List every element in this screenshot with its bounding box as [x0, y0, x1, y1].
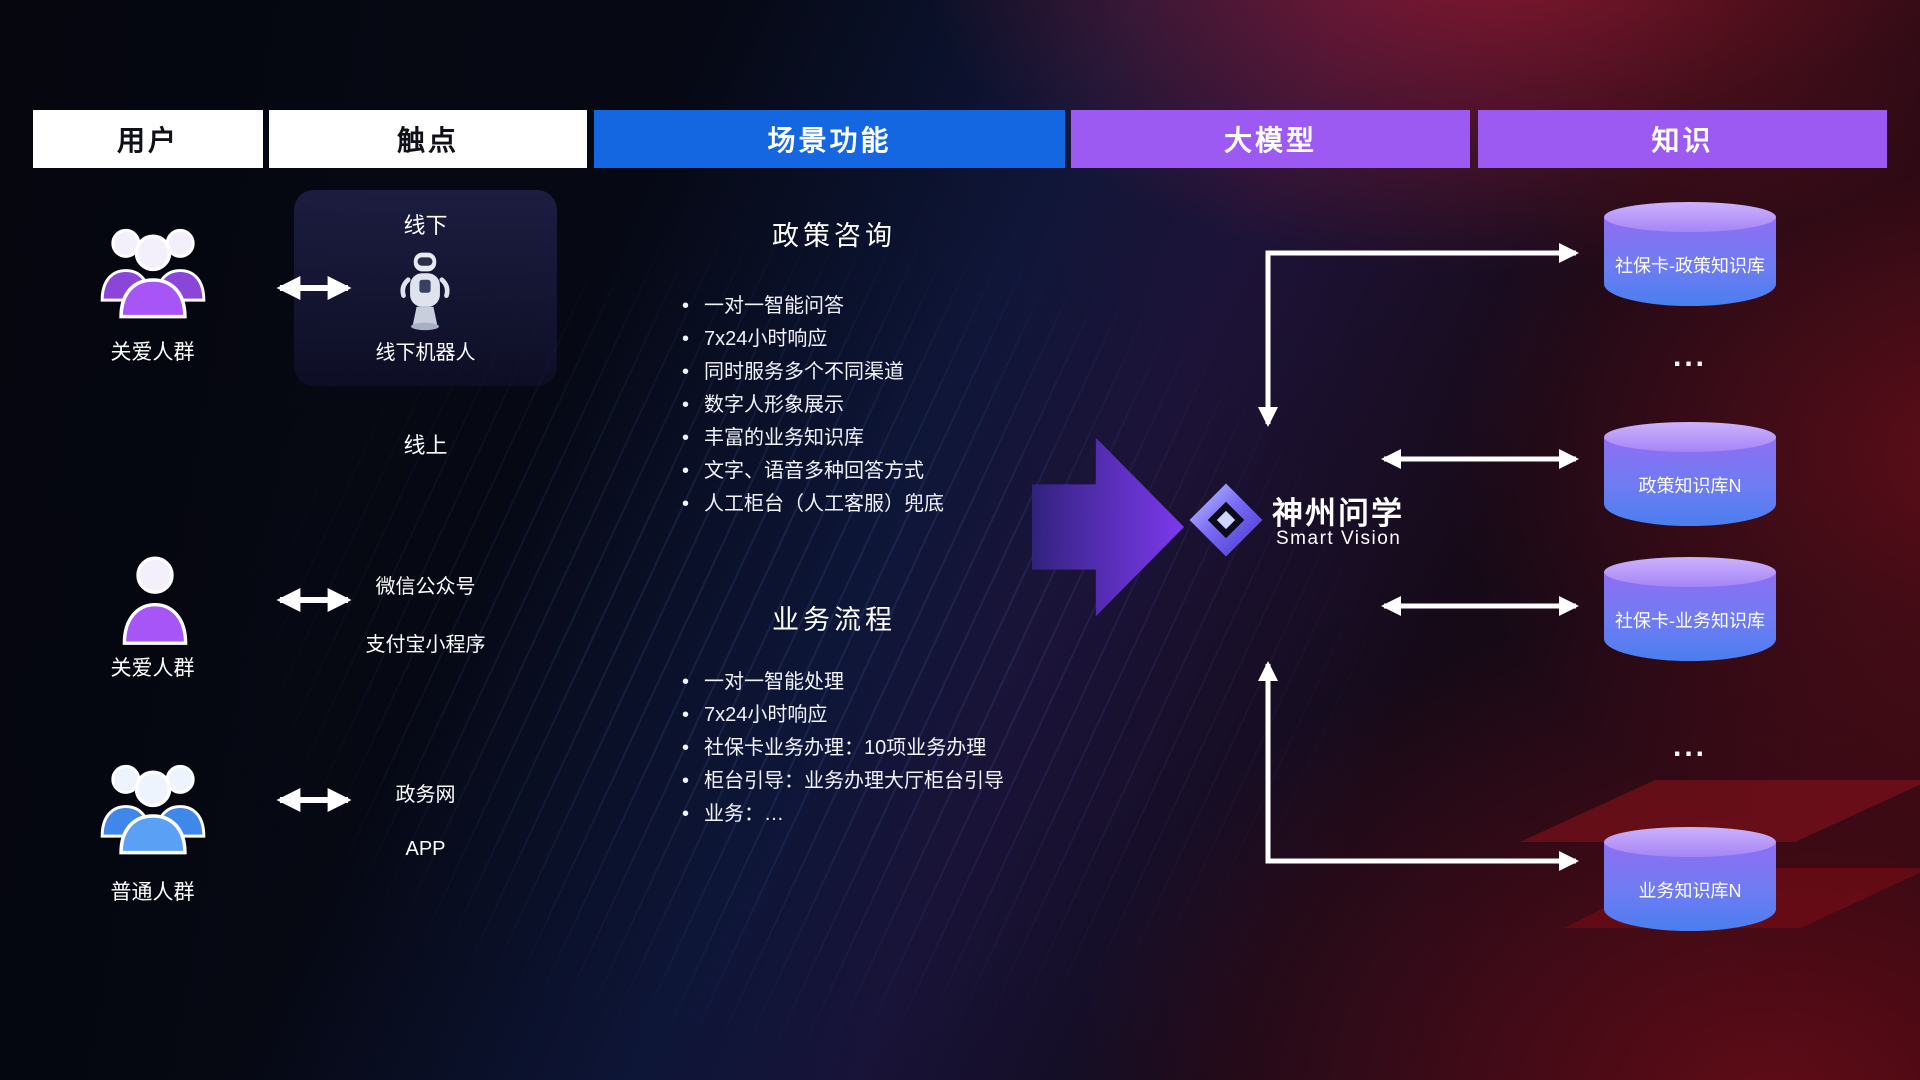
header-llm: 大模型 — [1071, 110, 1470, 168]
cylinder-top — [1604, 557, 1776, 587]
robot-icon — [396, 248, 454, 337]
user-group-3-label: 普通人群 — [110, 881, 195, 904]
kb-ellipsis-2: ... — [1672, 730, 1707, 763]
header-knowledge: 知识 — [1478, 110, 1887, 168]
scenario-policy-title: 政策咨询 — [772, 221, 896, 251]
kb-cylinder-policy-ss-card: 社保卡-政策知识库 — [1604, 202, 1776, 306]
user-person-purple-icon — [113, 548, 197, 655]
policy-bullet: 文字、语音多种回答方式 — [678, 455, 944, 488]
kb-label: 业务知识库N — [1638, 880, 1742, 901]
cylinder-top — [1604, 202, 1776, 232]
policy-bullet: 数字人形象展示 — [678, 389, 944, 422]
policy-bullet-list: 一对一智能问答 7x24小时响应 同时服务多个不同渠道 数字人形象展示 丰富的业… — [678, 290, 944, 521]
cylinder-top — [1604, 422, 1776, 452]
business-bullet: 社保卡业务办理：10项业务办理 — [678, 732, 1004, 765]
kb-ellipsis-1: ... — [1672, 340, 1707, 373]
kb-cylinder-policy-n: 政策知识库N — [1604, 422, 1776, 526]
user-group-2-label: 关爱人群 — [110, 657, 195, 680]
model-subtitle: Smart Vision — [1276, 528, 1402, 549]
policy-bullet: 丰富的业务知识库 — [678, 422, 944, 455]
header-scenarios: 场景功能 — [594, 110, 1065, 168]
policy-bullet: 人工柜台（人工客服）兜底 — [678, 488, 944, 521]
business-bullet: 业务：… — [678, 798, 1004, 831]
arrow-model-to-business-kb-n — [1258, 661, 1579, 871]
flow-arrow-right-icon — [1032, 437, 1184, 617]
kb-cylinder-business-n: 业务知识库N — [1604, 827, 1776, 931]
offline-title: 线下 — [403, 213, 448, 238]
user-group-blue-icon — [88, 748, 218, 863]
kb-label: 社保卡-政策知识库 — [1615, 255, 1765, 276]
cylinder-top — [1604, 827, 1776, 857]
business-bullet: 柜台引导：业务办理大厅柜台引导 — [678, 765, 1004, 798]
offline-robot-label: 线下机器人 — [375, 342, 476, 364]
policy-bullet: 同时服务多个不同渠道 — [678, 356, 944, 389]
header-touchpoints: 触点 — [269, 110, 587, 168]
business-bullet: 一对一智能处理 — [678, 666, 1004, 699]
scenario-business-title: 业务流程 — [772, 605, 896, 635]
business-bullet: 7x24小时响应 — [678, 699, 1004, 732]
model-name: 神州问学 — [1272, 496, 1404, 531]
online-title: 线上 — [403, 433, 448, 458]
kb-label: 政策知识库N — [1638, 475, 1742, 496]
kb-label: 社保卡-业务知识库 — [1615, 610, 1765, 631]
kb-cylinder-business-ss-card: 社保卡-业务知识库 — [1604, 557, 1776, 661]
arrow-model-to-policy-kb — [1258, 243, 1579, 427]
channel-alipay: 支付宝小程序 — [365, 634, 486, 656]
business-bullet-list: 一对一智能处理 7x24小时响应 社保卡业务办理：10项业务办理 柜台引导：业务… — [678, 666, 1004, 831]
user-group-purple-icon — [88, 212, 218, 327]
policy-bullet: 7x24小时响应 — [678, 323, 944, 356]
smart-vision-logo-icon — [1188, 482, 1264, 563]
user-group-1-label: 关爱人群 — [110, 341, 195, 364]
channel-app: APP — [405, 838, 446, 860]
header-users: 用户 — [33, 110, 263, 168]
channel-gov-web: 政务网 — [395, 784, 456, 806]
policy-bullet: 一对一智能问答 — [678, 290, 944, 323]
channel-wechat: 微信公众号 — [375, 576, 476, 598]
